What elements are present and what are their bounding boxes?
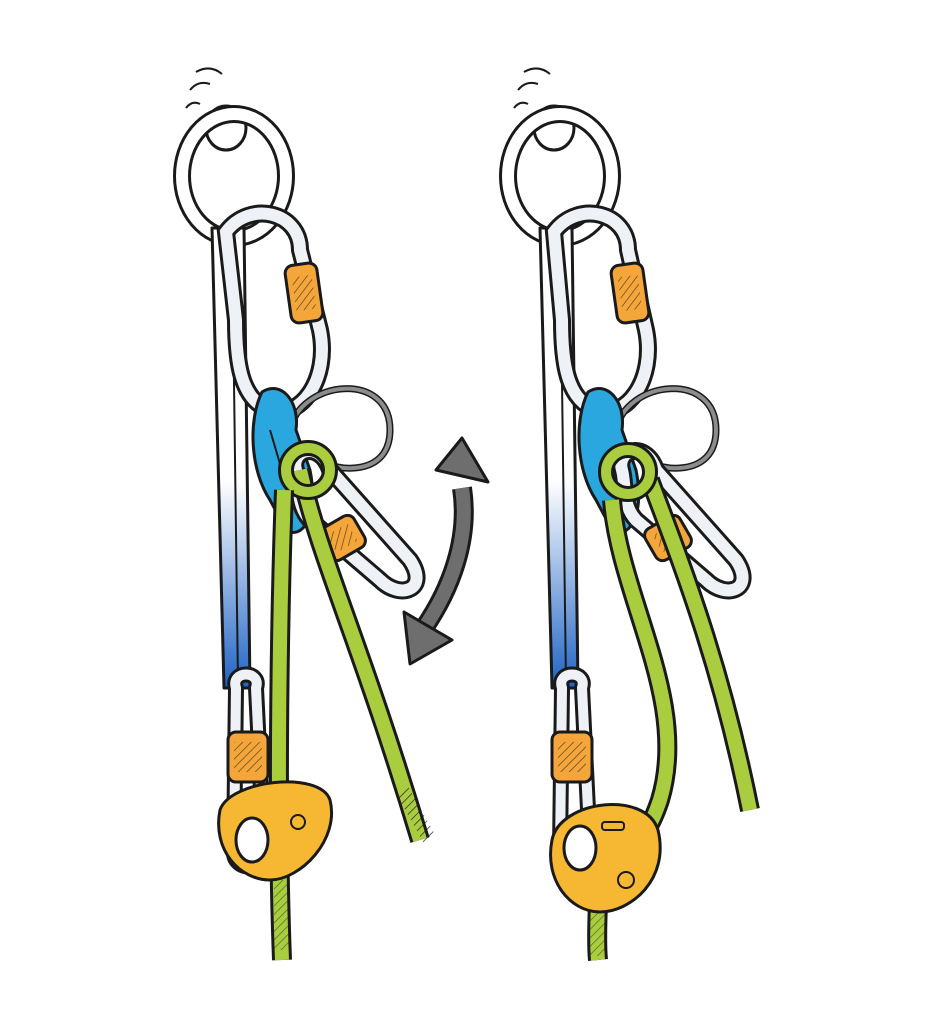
left-panel — [173, 67, 490, 961]
double-headed-curved-arrow-icon — [402, 436, 490, 666]
right-panel — [499, 67, 760, 961]
top-carabiner — [544, 204, 657, 421]
rope-clamp-icon — [217, 780, 333, 882]
top-carabiner — [216, 204, 331, 421]
